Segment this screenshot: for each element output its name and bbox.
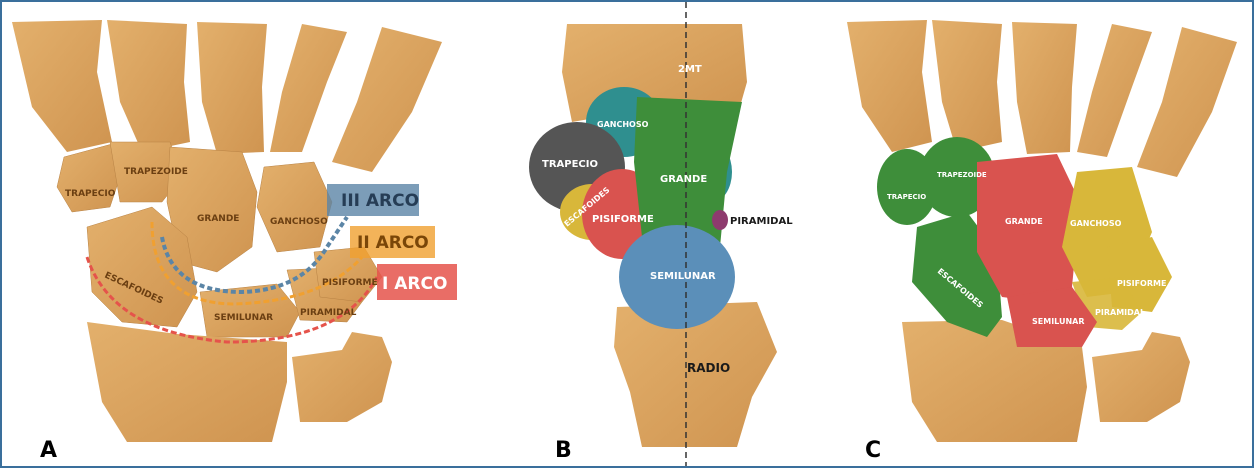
label-piramidal-b: PIRAMIDAL <box>730 216 793 227</box>
label-semilunar-b: SEMILUNAR <box>650 271 716 282</box>
label-ganchoso-b: GANCHOSO <box>597 120 649 129</box>
label-trapezoide-c: TRAPEZOIDE <box>937 171 987 179</box>
label-ganchoso-c: GANCHOSO <box>1070 219 1122 228</box>
arc-1-label: I ARCO <box>382 274 447 294</box>
panel-a: III ARCO II ARCO I ARCO TRAPECIO TRAPEZO… <box>12 20 457 463</box>
radio-bone-a <box>87 322 287 442</box>
label-pisiforme-c: PISIFORME <box>1117 279 1166 288</box>
piramidal-bone-b <box>712 210 728 230</box>
metacarpal-1-a <box>12 20 112 152</box>
grande-bone-c <box>977 154 1080 302</box>
arc-2-label: II ARCO <box>357 233 429 253</box>
label-grande-a: GRANDE <box>197 214 239 224</box>
label-trapezoide-a: TRAPEZOIDE <box>124 167 188 177</box>
label-grande-c: GRANDE <box>1005 217 1043 226</box>
label-semilunar-c: SEMILUNAR <box>1032 317 1085 326</box>
label-2mt-b: 2MT <box>678 64 702 75</box>
metacarpal-4-a <box>270 24 347 152</box>
metacarpal-3-c <box>1012 22 1077 154</box>
panel-letter-a: A <box>40 438 57 463</box>
label-trapecio-c: TRAPECIO <box>887 193 926 201</box>
label-grande-b: GRANDE <box>660 174 707 185</box>
panel-c: TRAPECIO TRAPEZOIDE GRANDE GANCHOSO ESCA… <box>847 20 1237 463</box>
arc-3-label: III ARCO <box>341 191 419 211</box>
label-trapecio-a: TRAPECIO <box>65 189 116 199</box>
metacarpal-3-a <box>197 22 267 154</box>
cubito-bone-c <box>1092 332 1190 422</box>
label-piramidal-a: PIRAMIDAL <box>300 308 357 318</box>
label-semilunar-a: SEMILUNAR <box>214 313 273 323</box>
metacarpal-5-c <box>1137 27 1237 177</box>
panel-letter-c: C <box>865 438 881 463</box>
cubito-bone-a <box>292 332 392 422</box>
label-pisiforme-b: PISIFORME <box>592 214 654 225</box>
trapecio-bone-a <box>57 144 120 212</box>
panel-b: 2MT GANCHOSO TRAPECIO GRANDE ESCAFOIDES … <box>529 2 793 466</box>
metacarpal-4-c <box>1077 24 1152 157</box>
metacarpal-1-c <box>847 20 932 152</box>
label-pisiforme-a: PISIFORME <box>322 278 378 288</box>
label-ganchoso-a: GANCHOSO <box>270 217 328 227</box>
ganchoso-bone-a <box>257 162 332 252</box>
metacarpal-2-a <box>107 20 190 152</box>
panel-letter-b: B <box>555 438 572 463</box>
label-trapecio-b: TRAPECIO <box>542 159 598 170</box>
metacarpal-2-c <box>932 20 1002 152</box>
metacarpal-5-a <box>332 27 442 172</box>
label-piramidal-c: PIRAMIDAL <box>1095 308 1145 317</box>
label-radio-b: RADIO <box>687 361 730 375</box>
